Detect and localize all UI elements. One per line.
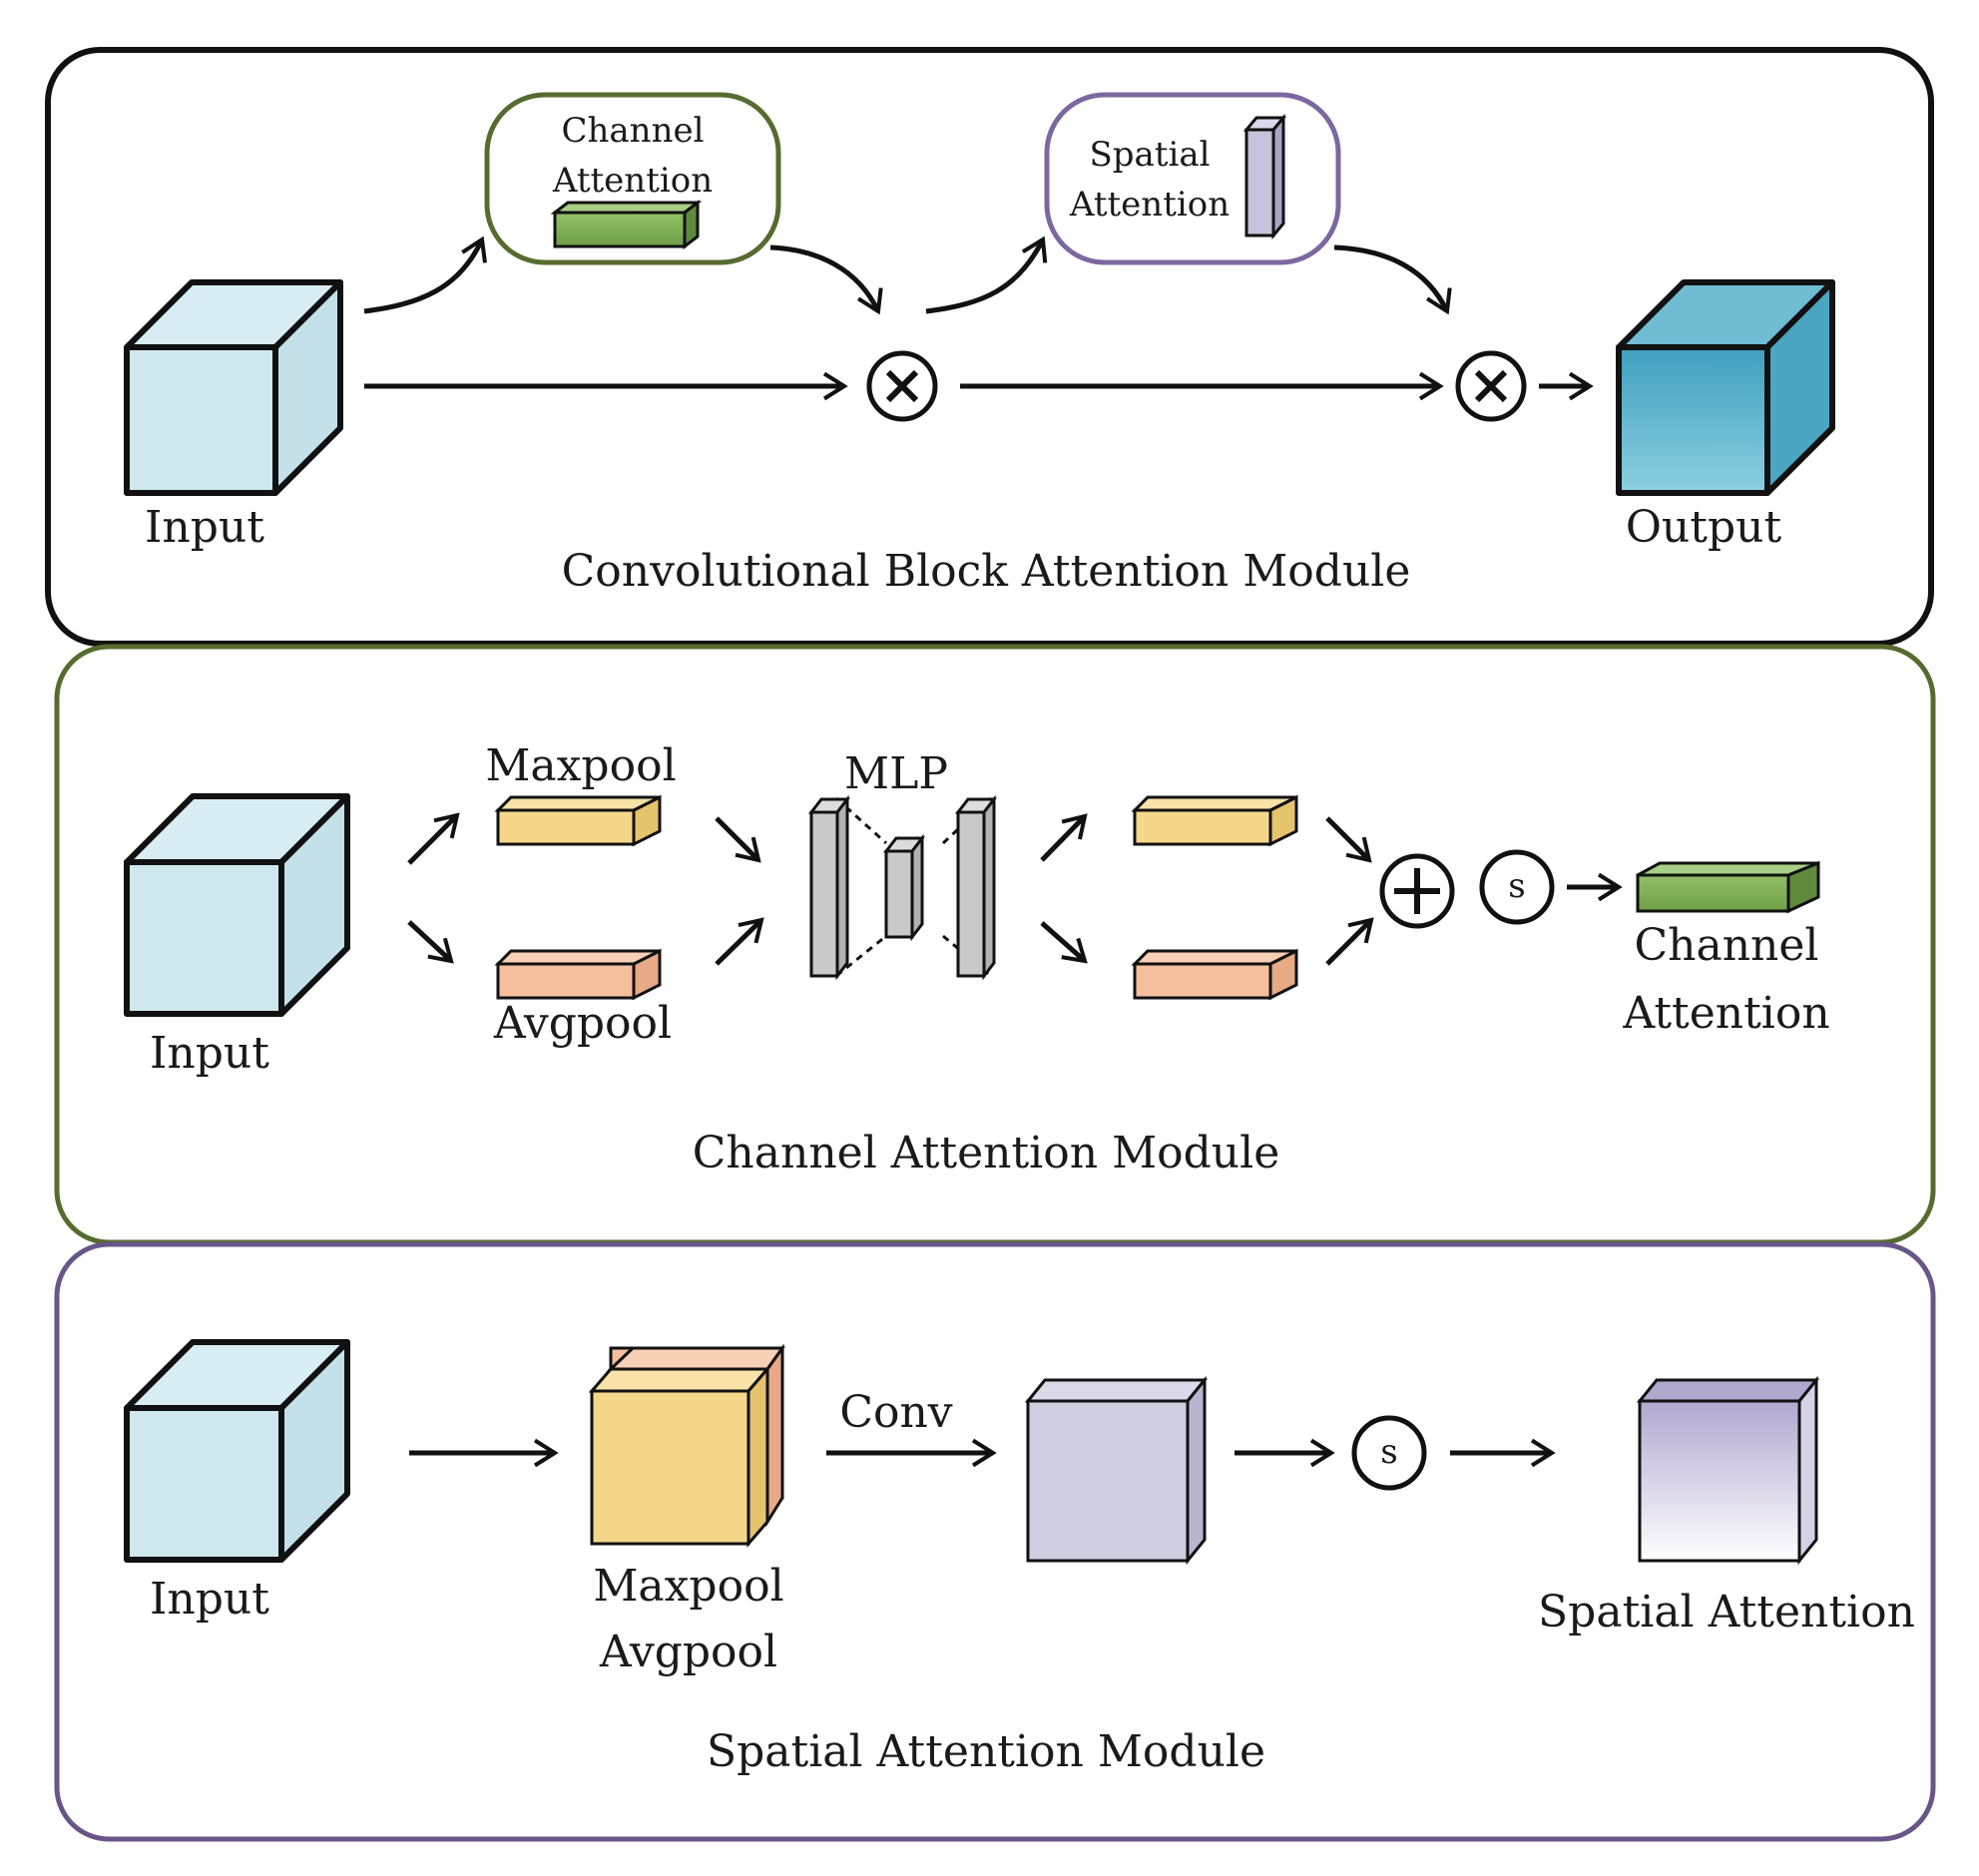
spatial-output-label: Spatial Attention [1538,1587,1915,1638]
cbam-channel-box-line2: Attention [552,161,713,201]
channel-output-label-line1: Channel [1634,920,1818,971]
cbam-caption: Convolutional Block Attention Module [562,546,1411,597]
channel-output-label-line2: Attention [1622,988,1829,1039]
cbam-spatial-attention-box [1044,92,1341,265]
spatial-input-cube [124,1339,350,1563]
cbam-multiply-op-2 [1455,350,1527,422]
channel-input-label: Input [150,1028,269,1079]
spatial-pool-label-line1: Maxpool [593,1561,783,1612]
cbam-channel-bar [550,199,703,250]
channel-arrow-up-1 [407,812,460,865]
channel-mlp-block [807,794,998,981]
cbam-arrow-from-channel [769,244,883,315]
channel-mlp-out-yellow-bar [1131,794,1298,847]
cbam-panel-border [45,47,1934,647]
channel-mlp-label: MLP [844,748,948,799]
channel-output-bar [1636,860,1820,914]
cbam-arrow-from-spatial [1333,244,1452,315]
cbam-input-cube [124,279,343,496]
spatial-panel-border [54,1241,1936,1842]
spatial-sigmoid-symbol: s [1380,1432,1397,1472]
cbam-input-label: Input [145,502,264,553]
channel-arrow-peach-to-add [1325,917,1374,966]
spatial-attention-panel: Input Maxpool Avgpool Conv [54,1241,1936,1842]
cbam-channel-box-line1: Channel [562,111,705,151]
spatial-conv-cube [1024,1375,1209,1566]
channel-input-cube [124,793,350,1017]
cbam-spatial-box-line1: Spatial [1089,135,1210,175]
channel-arrow-down-1 [407,920,454,964]
cbam-output-cube [1616,279,1835,496]
channel-arrow-avg-to-mlp [715,917,764,966]
spatial-input-label: Input [150,1574,269,1625]
channel-avgpool-bar [494,948,662,1001]
channel-caption: Channel Attention Module [693,1128,1279,1178]
channel-maxpool-bar [494,794,662,847]
channel-avgpool-label: Avgpool [493,998,672,1049]
spatial-pool-label-line2: Avgpool [599,1627,777,1677]
spatial-output-cube [1636,1375,1820,1566]
channel-arrow-yellow-to-add [1325,816,1372,863]
channel-sigmoid-symbol: s [1508,866,1525,906]
cbam-spatial-bar [1242,113,1287,240]
channel-arrow-max-to-mlp [715,816,761,863]
channel-add-op [1379,853,1455,929]
spatial-caption: Spatial Attention Module [707,1726,1265,1777]
channel-sigmoid-op: s [1479,849,1555,925]
spatial-pool-block [588,1343,785,1549]
channel-attention-panel: Input Maxpool Avgpool MLP [54,644,1936,1245]
channel-arrow-mlp-down [1040,921,1088,964]
cbam-spatial-box-line2: Attention [1069,185,1230,225]
cbam-output-label: Output [1626,502,1782,553]
channel-mlp-out-peach-bar [1131,948,1298,1001]
spatial-conv-label: Conv [839,1387,952,1438]
cbam-arrow-to-spatial [925,235,1048,314]
cbam-panel: Input Channel Attention Spatial Attentio… [45,47,1934,647]
cbam-multiply-op-1 [866,350,938,422]
cbam-arrow-to-channel [363,235,487,314]
channel-maxpool-label: Maxpool [485,740,676,791]
spatial-sigmoid-op: s [1351,1415,1427,1491]
channel-arrow-mlp-up [1040,813,1088,862]
